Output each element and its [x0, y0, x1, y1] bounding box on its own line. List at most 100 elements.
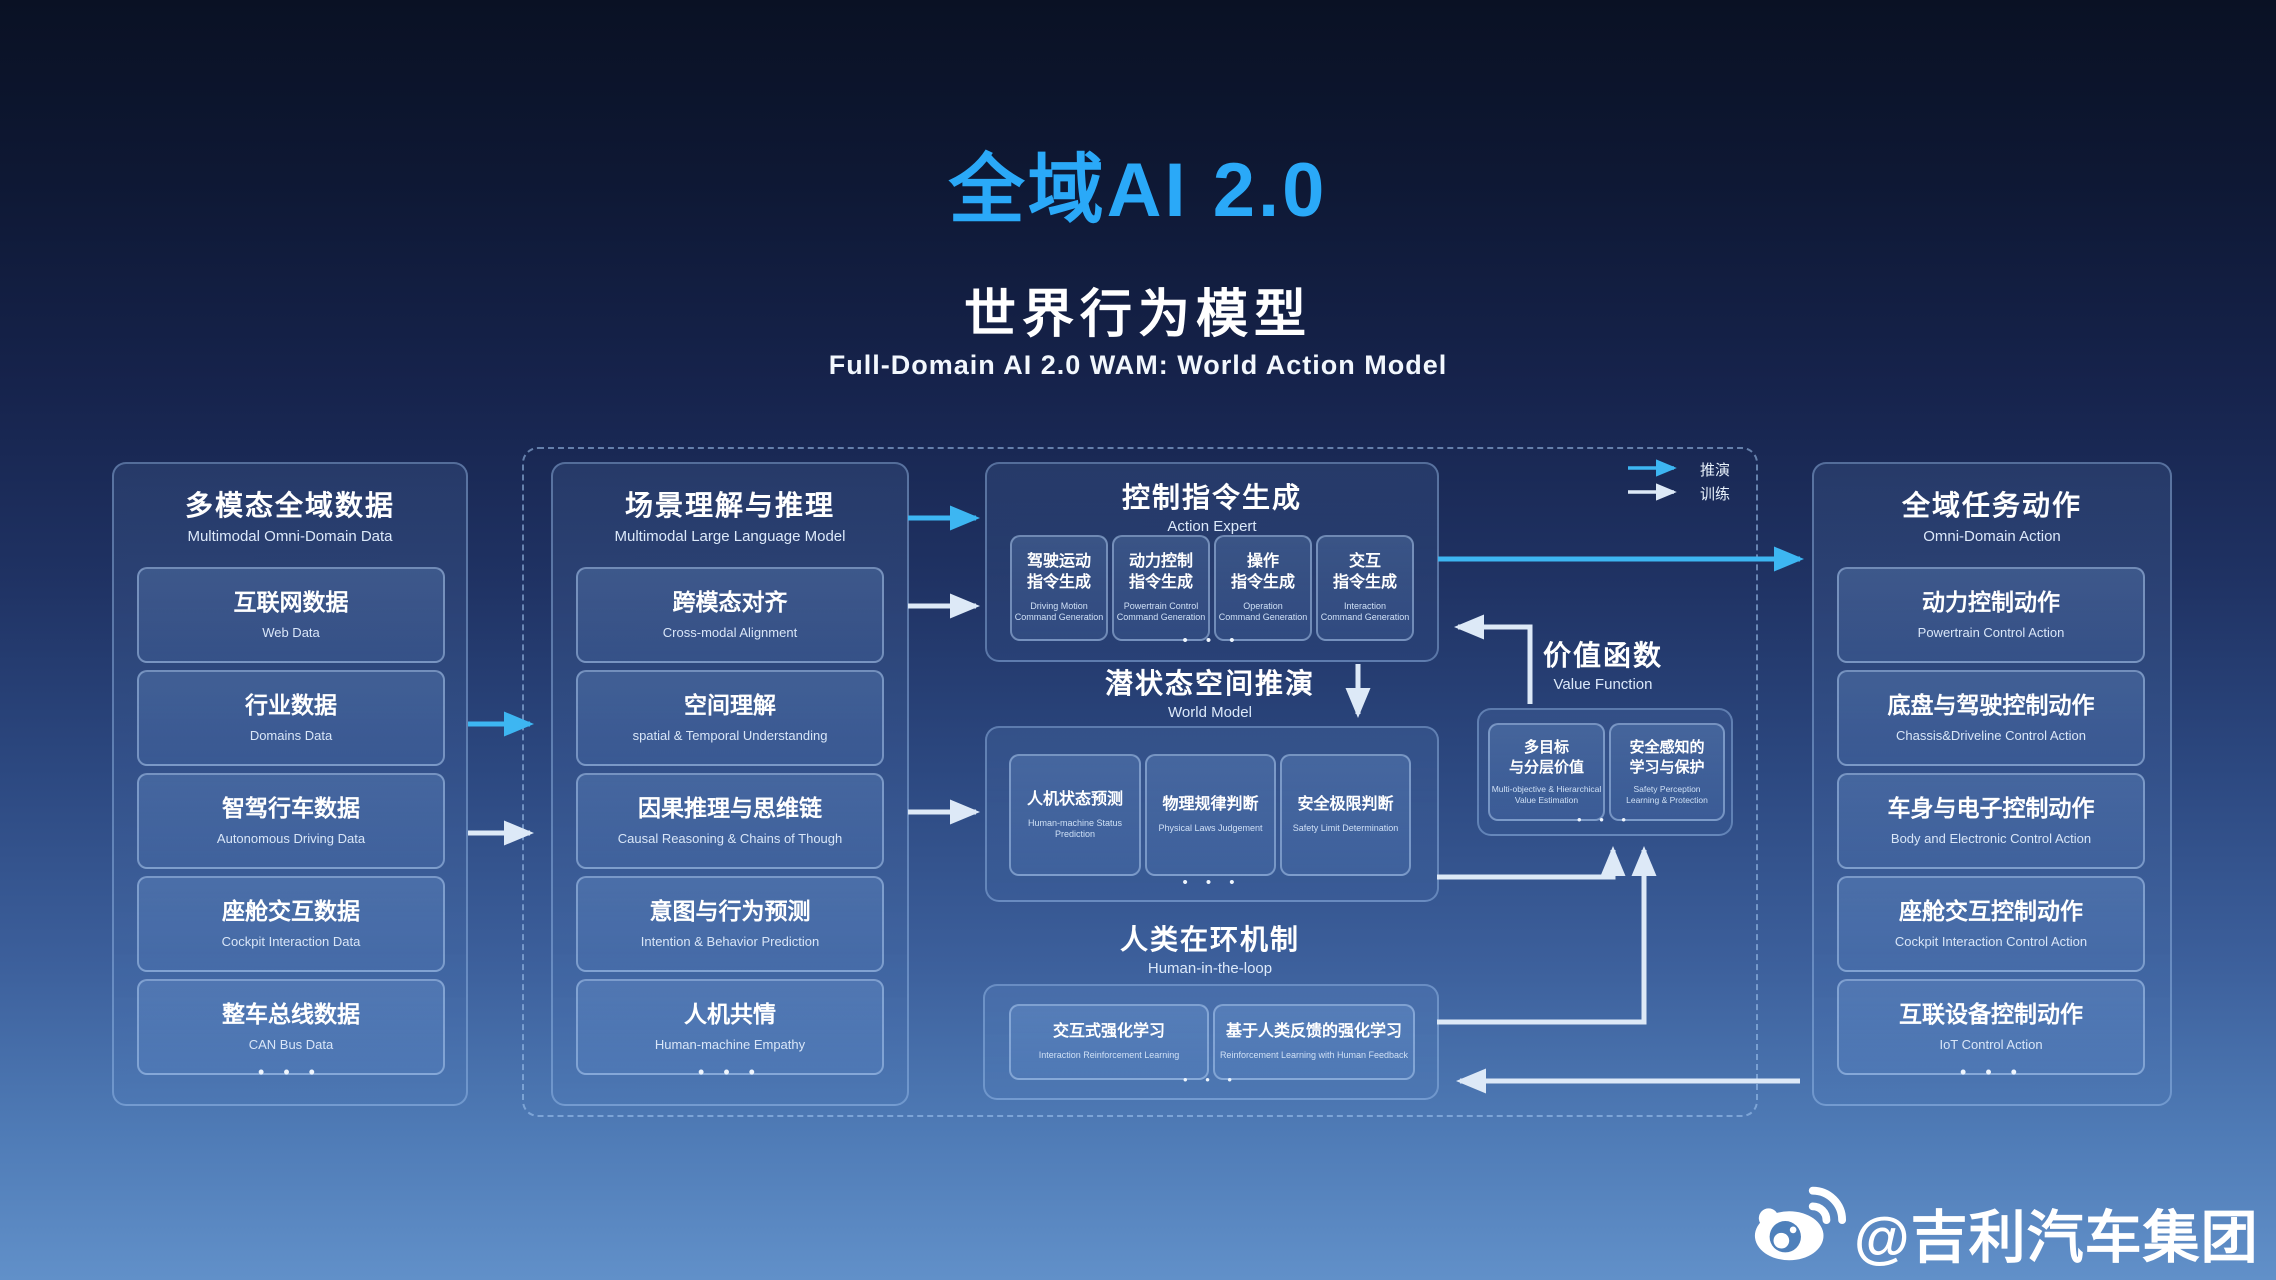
inference-arrows: [468, 459, 1805, 737]
card-powertrain-command: 动力控制 指令生成 Powertrain Control Command Gen…: [1112, 535, 1210, 641]
card-label-en: Chassis&Driveline Control Action: [1895, 728, 2087, 744]
card-label: 因果推理与思维链: [638, 795, 822, 822]
card-label: 车身与电子控制动作: [1887, 795, 2095, 822]
card-chassis-action: 底盘与驾驶控制动作 Chassis&Driveline Control Acti…: [1837, 670, 2145, 766]
hitl-title-en: Human-in-the-loop: [1147, 960, 1273, 977]
card-label: 安全感知的 学习与保护: [1629, 739, 1705, 776]
card-domains-data: 行业数据 Domains Data: [137, 670, 445, 766]
more-ellipsis: • • •: [258, 1062, 322, 1082]
card-label: 动力控制 指令生成: [1128, 553, 1193, 592]
more-ellipsis: • • •: [1182, 874, 1242, 891]
card-label-en: Autonomous Driving Data: [216, 831, 366, 847]
card-label-en: Driving Motion Command Generation: [1014, 601, 1104, 623]
card-label: 底盘与驾驶控制动作: [1887, 692, 2095, 719]
card-label-en: Domains Data: [249, 728, 333, 744]
value-function-title: 价值函数: [1542, 640, 1663, 671]
card-label: 互联设备控制动作: [1899, 1001, 2083, 1028]
card-label-en: Cross-modal Alignment: [662, 625, 798, 641]
hitl-title: 人类在环机制: [1119, 924, 1300, 955]
card-safety-limit: 安全极限判断 Safety Limit Determination: [1280, 754, 1411, 876]
card-driving-motion-command: 驾驶运动 指令生成 Driving Motion Command Generat…: [1010, 535, 1108, 641]
card-label-en: Body and Electronic Control Action: [1890, 831, 2092, 847]
card-label: 行业数据: [245, 692, 337, 719]
arrow-hitl-to-value-function: [1437, 845, 1657, 1025]
value-function-block: 多目标 与分层价值 Multi-objective & Hierarchical…: [1477, 708, 1733, 836]
card-intention-prediction: 意图与行为预测 Intention & Behavior Prediction: [576, 876, 884, 972]
action-expert-title: 控制指令生成: [1121, 482, 1302, 513]
action-expert-block: 控制指令生成 Action Expert 驾驶运动 指令生成 Driving M…: [985, 462, 1439, 662]
card-operation-command: 操作 指令生成 Operation Command Generation: [1214, 535, 1312, 641]
model-boundary: [522, 447, 1758, 1117]
page-subtitle: 世界行为模型: [963, 286, 1312, 344]
card-label-en: Operation Command Generation: [1218, 601, 1308, 623]
card-label-en: Powertrain Control Action: [1917, 625, 2065, 641]
card-label: 互联网数据: [233, 589, 349, 616]
card-label: 人机共情: [684, 1001, 776, 1028]
card-status-prediction: 人机状态预测 Human-machine Status Prediction: [1009, 754, 1141, 876]
column-action: 全域任务动作 Omni-Domain Action 动力控制动作 Powertr…: [1812, 462, 2172, 1106]
card-can-bus-data: 整车总线数据 CAN Bus Data: [137, 979, 445, 1075]
hitl-block: 交互式强化学习 Interaction Reinforcement Learni…: [983, 984, 1439, 1100]
arrow-value-function-to-action-expert: [1453, 614, 1533, 704]
training-arrows: [468, 483, 1800, 1094]
card-label: 跨模态对齐: [672, 589, 788, 616]
card-label-en: Physical Laws Judgement: [1158, 823, 1263, 834]
card-label: 空间理解: [684, 692, 776, 719]
card-web-data: 互联网数据 Web Data: [137, 567, 445, 663]
card-label: 动力控制动作: [1922, 589, 2060, 616]
more-ellipsis: • • •: [1182, 632, 1242, 649]
page-title: 全域AI 2.0: [948, 148, 1328, 233]
card-label-en: Powertrain Control Command Generation: [1116, 601, 1206, 623]
world-model-title: 潜状态空间推演: [1104, 668, 1315, 699]
page-subtitle-en: Full-Domain AI 2.0 WAM: World Action Mod…: [828, 350, 1448, 380]
card-cockpit-interaction-data: 座舱交互数据 Cockpit Interaction Data: [137, 876, 445, 972]
card-label-en: Safety Limit Determination: [1292, 823, 1399, 834]
card-label: 智驾行车数据: [222, 795, 360, 822]
card-label-en: IoT Control Action: [1939, 1037, 2043, 1053]
legend-inference-label: 推演: [1700, 462, 1731, 479]
more-ellipsis: • • •: [1577, 812, 1633, 827]
card-cockpit-control-action: 座舱交互控制动作 Cockpit Interaction Control Act…: [1837, 876, 2145, 972]
card-label-en: Human-machine Status Prediction: [1027, 817, 1123, 839]
more-ellipsis: • • •: [1960, 1062, 2024, 1082]
card-spatial-understanding: 空间理解 spatial & Temporal Understanding: [576, 670, 884, 766]
card-physical-laws: 物理规律判断 Physical Laws Judgement: [1145, 754, 1276, 876]
card-label: 基于人类反馈的强化学习: [1225, 1023, 1402, 1041]
card-autonomous-driving-data: 智驾行车数据 Autonomous Driving Data: [137, 773, 445, 869]
card-label: 多目标 与分层价值: [1508, 739, 1584, 776]
card-label-en: Cockpit Interaction Control Action: [1894, 934, 2088, 950]
legend-training-label: 训练: [1700, 486, 1731, 503]
card-label-en: Cockpit Interaction Data: [221, 934, 361, 950]
card-label: 人机状态预测: [1026, 790, 1123, 808]
card-label: 操作 指令生成: [1230, 553, 1295, 592]
column-action-title-en: Omni-Domain Action: [1923, 528, 2061, 545]
card-label-en: Reinforcement Learning with Human Feedba…: [1219, 1050, 1409, 1061]
card-label-en: Causal Reasoning & Chains of Though: [617, 831, 843, 847]
card-interaction-rl: 交互式强化学习 Interaction Reinforcement Learni…: [1009, 1004, 1209, 1080]
watermark-handle: @吉利汽车集团: [1854, 1206, 2259, 1270]
column-mllm-title: 场景理解与推理: [624, 490, 835, 521]
card-label: 座舱交互控制动作: [1899, 898, 2083, 925]
card-label: 整车总线数据: [222, 1001, 360, 1028]
column-data-title-en: Multimodal Omni-Domain Data: [187, 528, 393, 545]
column-mllm-title-en: Multimodal Large Language Model: [614, 528, 846, 545]
card-iot-action: 互联设备控制动作 IoT Control Action: [1837, 979, 2145, 1075]
column-data: 多模态全域数据 Multimodal Omni-Domain Data 互联网数…: [112, 462, 468, 1106]
weibo-icon: [1754, 1186, 1847, 1261]
world-model-block: 人机状态预测 Human-machine Status Prediction 物…: [985, 726, 1439, 902]
card-label-en: Safety Perception Learning & Protection: [1626, 784, 1708, 805]
column-action-title: 全域任务动作: [1901, 490, 2082, 521]
card-label-en: Interaction Reinforcement Learning: [1038, 1050, 1180, 1061]
card-safety-perception: 安全感知的 学习与保护 Safety Perception Learning &…: [1609, 723, 1725, 821]
card-label: 安全极限判断: [1297, 796, 1394, 814]
card-label: 驾驶运动 指令生成: [1026, 553, 1091, 592]
card-label-en: spatial & Temporal Understanding: [632, 728, 828, 744]
card-body-electronic-action: 车身与电子控制动作 Body and Electronic Control Ac…: [1837, 773, 2145, 869]
card-cross-modal-alignment: 跨模态对齐 Cross-modal Alignment: [576, 567, 884, 663]
column-mllm: 场景理解与推理 Multimodal Large Language Model …: [551, 462, 909, 1106]
card-label: 交互式强化学习: [1052, 1023, 1165, 1041]
card-label-en: Interaction Command Generation: [1320, 601, 1410, 623]
card-label: 物理规律判断: [1162, 796, 1259, 814]
